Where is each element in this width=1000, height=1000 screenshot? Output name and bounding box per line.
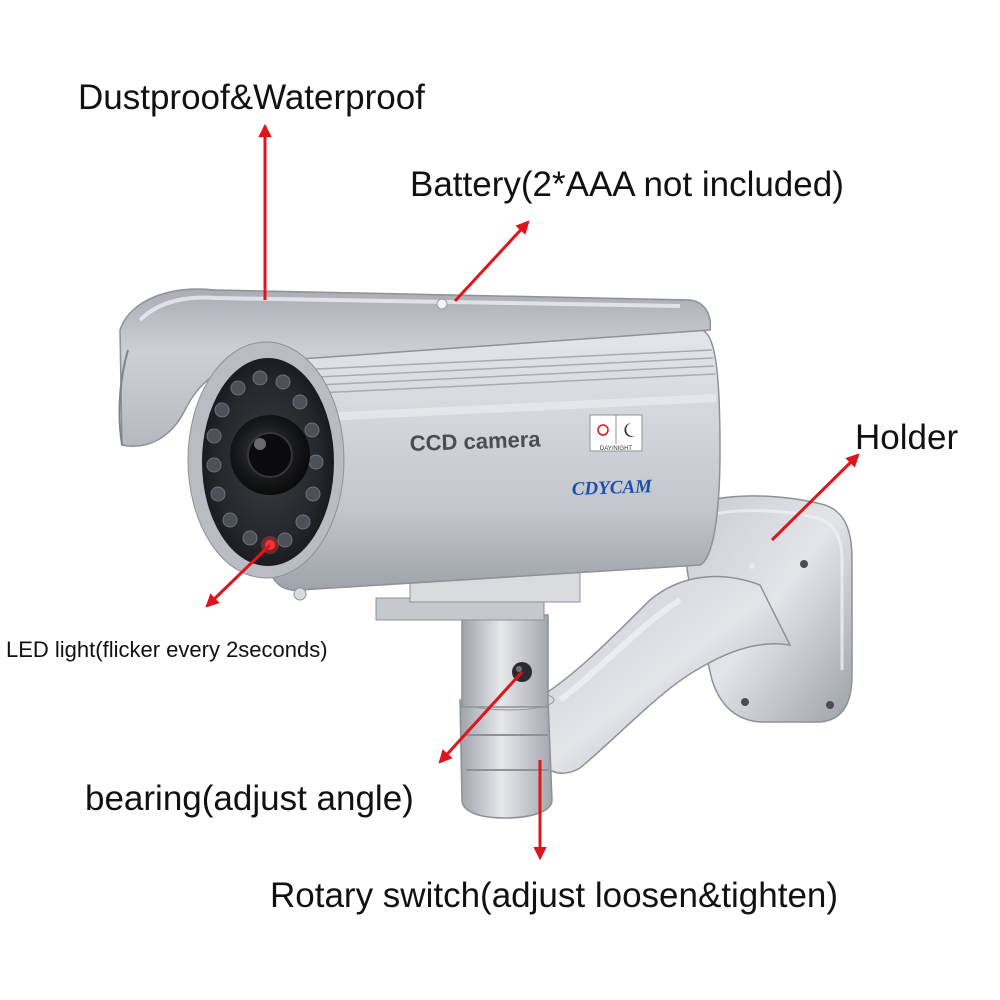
arrow-battery bbox=[453, 220, 530, 303]
label-battery: Battery(2*AAA not included) bbox=[410, 165, 844, 204]
screw-hole-icon bbox=[826, 701, 834, 709]
sun-icon bbox=[597, 424, 609, 436]
brand-logo: CDYCAM bbox=[571, 476, 653, 500]
mount-post bbox=[461, 614, 549, 708]
screw-hole-icon bbox=[800, 560, 808, 568]
holder-arm bbox=[534, 575, 792, 774]
label-dustproof: Dustproof&Waterproof bbox=[78, 78, 425, 117]
model-text: CCD camera bbox=[409, 426, 541, 456]
svg-text:DAY/NIGHT: DAY/NIGHT bbox=[600, 446, 633, 452]
camera-front bbox=[187, 341, 345, 579]
ir-led-ring bbox=[206, 370, 324, 548]
moon-icon bbox=[624, 423, 635, 437]
day-night-badge: DAY/NIGHT bbox=[589, 414, 643, 452]
arrow-holder bbox=[770, 453, 860, 542]
annotation-arrows bbox=[205, 123, 860, 861]
screw-hole-icon bbox=[741, 698, 749, 706]
label-holder: Holder bbox=[855, 418, 959, 457]
label-led-light: LED light(flicker every 2seconds) bbox=[6, 637, 328, 662]
arrow-bearing bbox=[438, 670, 524, 764]
label-rotary-switch: Rotary switch(adjust loosen&tighten) bbox=[270, 876, 839, 915]
label-bearing: bearing(adjust angle) bbox=[85, 779, 414, 818]
arrow-led bbox=[205, 543, 272, 608]
